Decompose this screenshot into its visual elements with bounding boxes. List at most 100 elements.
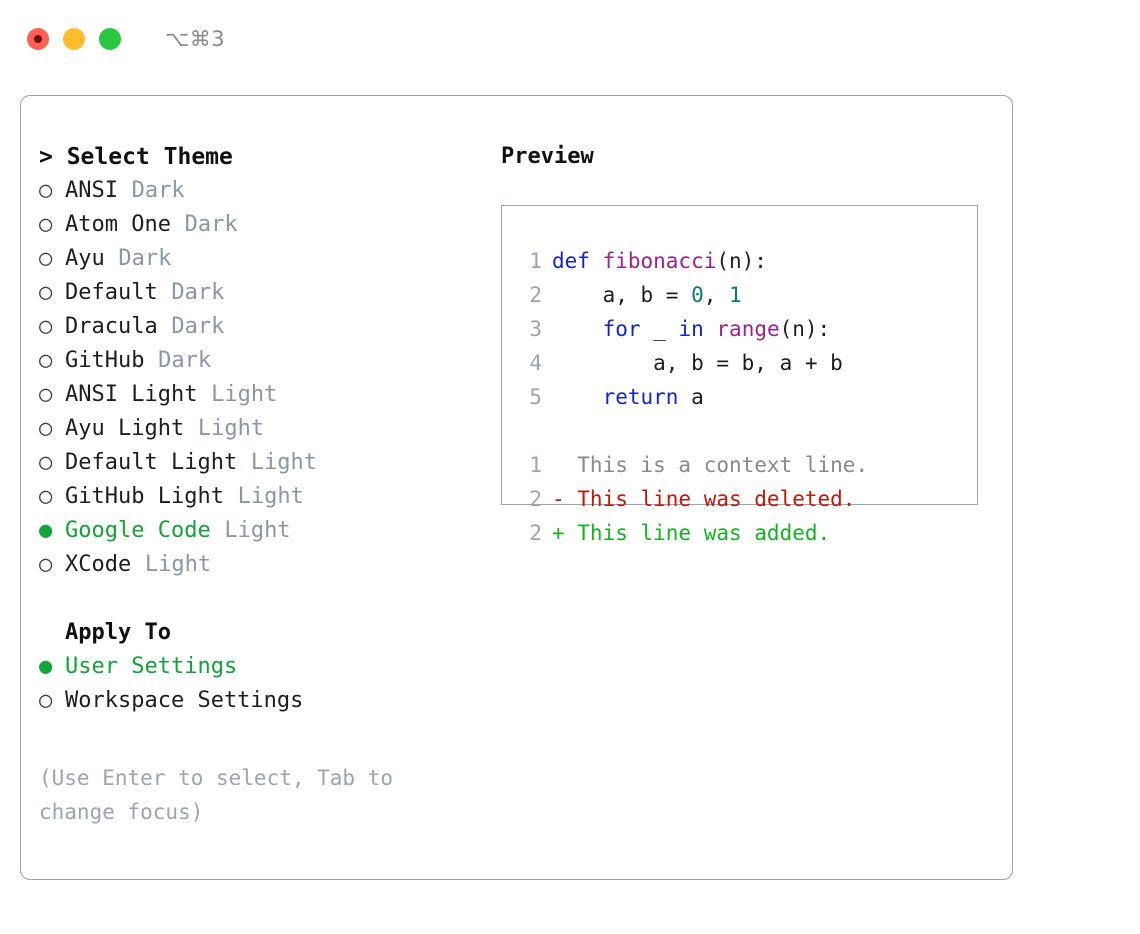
code-line: 3 for _ in range(n): [516, 312, 971, 346]
code-token: fibonacci [602, 249, 717, 273]
line-number: 1 [529, 249, 542, 273]
code-token: return [602, 385, 679, 409]
code-line-text: def fibonacci(n): [552, 244, 767, 278]
apply-to-item-workspace-settings[interactable]: ○ Workspace Settings [39, 684, 499, 718]
code-token [552, 317, 603, 341]
theme-item-atom-one[interactable]: ○ Atom One Dark [39, 208, 499, 242]
theme-item-label: GitHub Light [65, 484, 224, 509]
theme-item-label: Ayu [65, 246, 105, 271]
apply-to-item-user-settings[interactable]: ● User Settings [39, 650, 499, 684]
keyboard-hint-text: (Use Enter to select, Tab to change focu… [39, 766, 394, 824]
code-token [704, 317, 717, 341]
diff-lines: 1 This is a context line. 2 - This line wa… [516, 448, 971, 550]
theme-item-label: Atom One [65, 212, 171, 237]
line-number: 2 [529, 487, 542, 511]
theme-item-label: Default [65, 280, 158, 305]
radio-unselected-icon: ○ [39, 314, 53, 339]
radio-unselected-icon: ○ [39, 280, 53, 305]
apply-to-list[interactable]: ● User Settings ○ Workspace Settings [39, 650, 499, 718]
theme-item-ayu[interactable]: ○ Ayu Dark [39, 242, 499, 276]
line-number: 2 [529, 283, 542, 307]
apply-to-item-label: Workspace Settings [65, 688, 304, 713]
code-line-text: a, b = b, a + b [552, 346, 843, 380]
code-line: 2 + This line was added. [516, 516, 971, 550]
theme-item-label: ANSI [65, 178, 118, 203]
theme-kind-badge: Light [144, 552, 212, 577]
list-divider-space [39, 582, 499, 616]
maximize-button[interactable] [99, 28, 121, 50]
code-token: 0 [691, 283, 704, 307]
radio-unselected-icon: ○ [39, 348, 53, 373]
apply-to-item-label: User Settings [65, 654, 238, 679]
theme-item-google-code[interactable]: ● Google Code Light [39, 514, 499, 548]
theme-item-github-light[interactable]: ○ GitHub Light Light [39, 480, 499, 514]
radio-unselected-icon: ○ [39, 382, 53, 407]
radio-unselected-icon: ○ [39, 178, 53, 203]
line-number: 3 [529, 317, 542, 341]
radio-unselected-icon: ○ [39, 416, 53, 441]
code-blank-line [516, 414, 971, 448]
theme-kind-badge: Light [237, 484, 304, 509]
theme-kind-badge: Dark [171, 280, 225, 305]
code-token: - This line was deleted. [552, 487, 856, 511]
window-controls [27, 28, 121, 50]
theme-kind-badge: Light [211, 382, 278, 407]
code-token [552, 385, 603, 409]
theme-kind-badge: Dark [118, 246, 172, 271]
radio-unselected-icon: ○ [39, 552, 53, 577]
code-line: 4 a, b = b, a + b [516, 346, 971, 380]
code-line-text: for _ in range(n): [552, 312, 831, 346]
radio-unselected-icon: ○ [39, 484, 53, 509]
code-line-text: This is a context line. [552, 448, 868, 482]
theme-kind-badge: Dark [158, 348, 212, 373]
code-line-text: a, b = 0, 1 [552, 278, 742, 312]
code-token: a [678, 385, 704, 409]
theme-kind-badge: Light [224, 518, 291, 543]
theme-item-default[interactable]: ○ Default Dark [39, 276, 499, 310]
radio-unselected-icon: ○ [39, 688, 53, 713]
code-token: 1 [729, 283, 742, 307]
theme-item-ayu-light[interactable]: ○ Ayu Light Light [39, 412, 499, 446]
theme-item-label: Ayu Light [65, 416, 185, 441]
code-token: in [678, 317, 704, 341]
code-line: 2 a, b = 0, 1 [516, 278, 971, 312]
theme-item-label: Google Code [65, 518, 211, 543]
code-token: for [602, 317, 641, 341]
theme-kind-badge: Light [197, 416, 265, 441]
line-number: 1 [529, 453, 542, 477]
line-number: 2 [529, 521, 542, 545]
code-line-text: + This line was added. [552, 516, 830, 550]
close-button[interactable] [27, 28, 49, 50]
radio-unselected-icon: ○ [39, 246, 53, 271]
code-line-text: - This line was deleted. [552, 482, 855, 516]
radio-unselected-icon: ○ [39, 212, 53, 237]
code-token: (n): [716, 249, 767, 273]
line-number: 4 [529, 351, 542, 375]
radio-selected-icon: ● [39, 518, 53, 543]
code-line: 5 return a [516, 380, 971, 414]
radio-selected-icon: ● [39, 654, 53, 679]
code-line: 1 This is a context line. [516, 448, 971, 482]
minimize-button[interactable] [63, 28, 85, 50]
theme-kind-badge: Dark [171, 314, 225, 339]
code-token: a, b = b, a + b [552, 351, 843, 375]
theme-item-dracula[interactable]: ○ Dracula Dark [39, 310, 499, 344]
theme-kind-badge: Light [250, 450, 318, 475]
theme-item-label: Dracula [65, 314, 158, 339]
theme-kind-badge: Dark [184, 212, 238, 237]
theme-item-label: Default Light [65, 450, 238, 475]
code-token: range [716, 317, 780, 341]
code-token: a, b = [552, 283, 692, 307]
keyboard-shortcut-label: ⌥⌘3 [165, 27, 226, 51]
code-line: 2 - This line was deleted. [516, 482, 971, 516]
